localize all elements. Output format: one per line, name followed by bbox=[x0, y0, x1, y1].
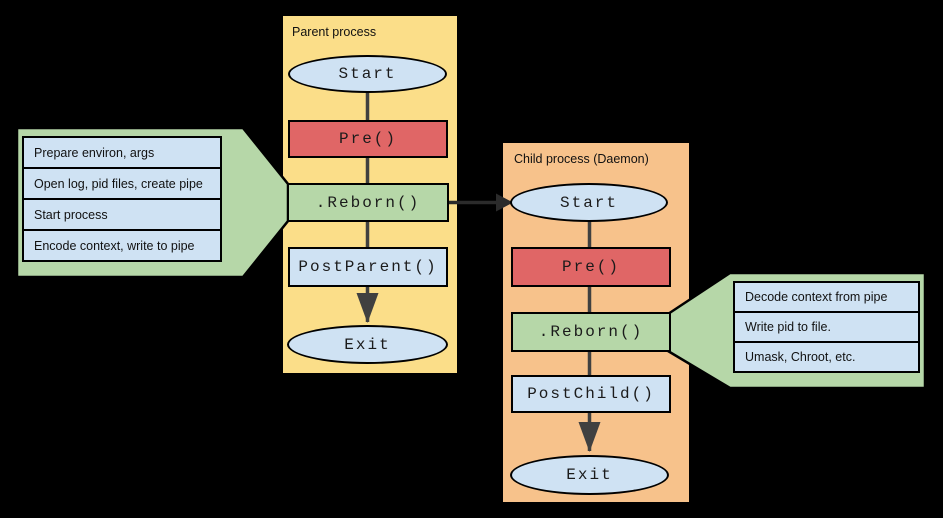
parent-exit-node: Exit bbox=[287, 325, 448, 364]
right-callout-item: Decode context from pipe bbox=[733, 281, 920, 313]
left-callout-item: Open log, pid files, create pipe bbox=[22, 167, 222, 200]
parent-pre-node: Pre() bbox=[288, 120, 448, 158]
parent-flow-arrowhead-icon bbox=[356, 293, 379, 323]
child-flow-arrowhead-icon bbox=[578, 422, 601, 452]
parent-start-node: Start bbox=[288, 55, 447, 93]
child-start-node: Start bbox=[510, 183, 668, 222]
parent-reborn-node: .Reborn() bbox=[287, 183, 449, 222]
left-callout-item: Encode context, write to pipe bbox=[22, 229, 222, 262]
right-callout-item: Write pid to file. bbox=[733, 311, 920, 343]
parent-panel-title: Parent process bbox=[292, 25, 377, 39]
right-callout-item: Umask, Chroot, etc. bbox=[733, 341, 920, 373]
left-callout-item: Prepare environ, args bbox=[22, 136, 222, 169]
right-callout-list: Decode context from pipe Write pid to fi… bbox=[733, 281, 920, 373]
parent-postparent-node: PostParent() bbox=[288, 247, 448, 287]
left-callout-item: Start process bbox=[22, 198, 222, 231]
child-postchild-node: PostChild() bbox=[511, 375, 671, 413]
child-exit-node: Exit bbox=[510, 455, 669, 495]
child-panel-title: Child process (Daemon) bbox=[514, 152, 649, 166]
fork-connector-arrowhead-icon bbox=[496, 193, 513, 212]
child-pre-node: Pre() bbox=[511, 247, 671, 287]
child-reborn-node: .Reborn() bbox=[511, 312, 671, 352]
left-callout-list: Prepare environ, args Open log, pid file… bbox=[22, 136, 222, 262]
